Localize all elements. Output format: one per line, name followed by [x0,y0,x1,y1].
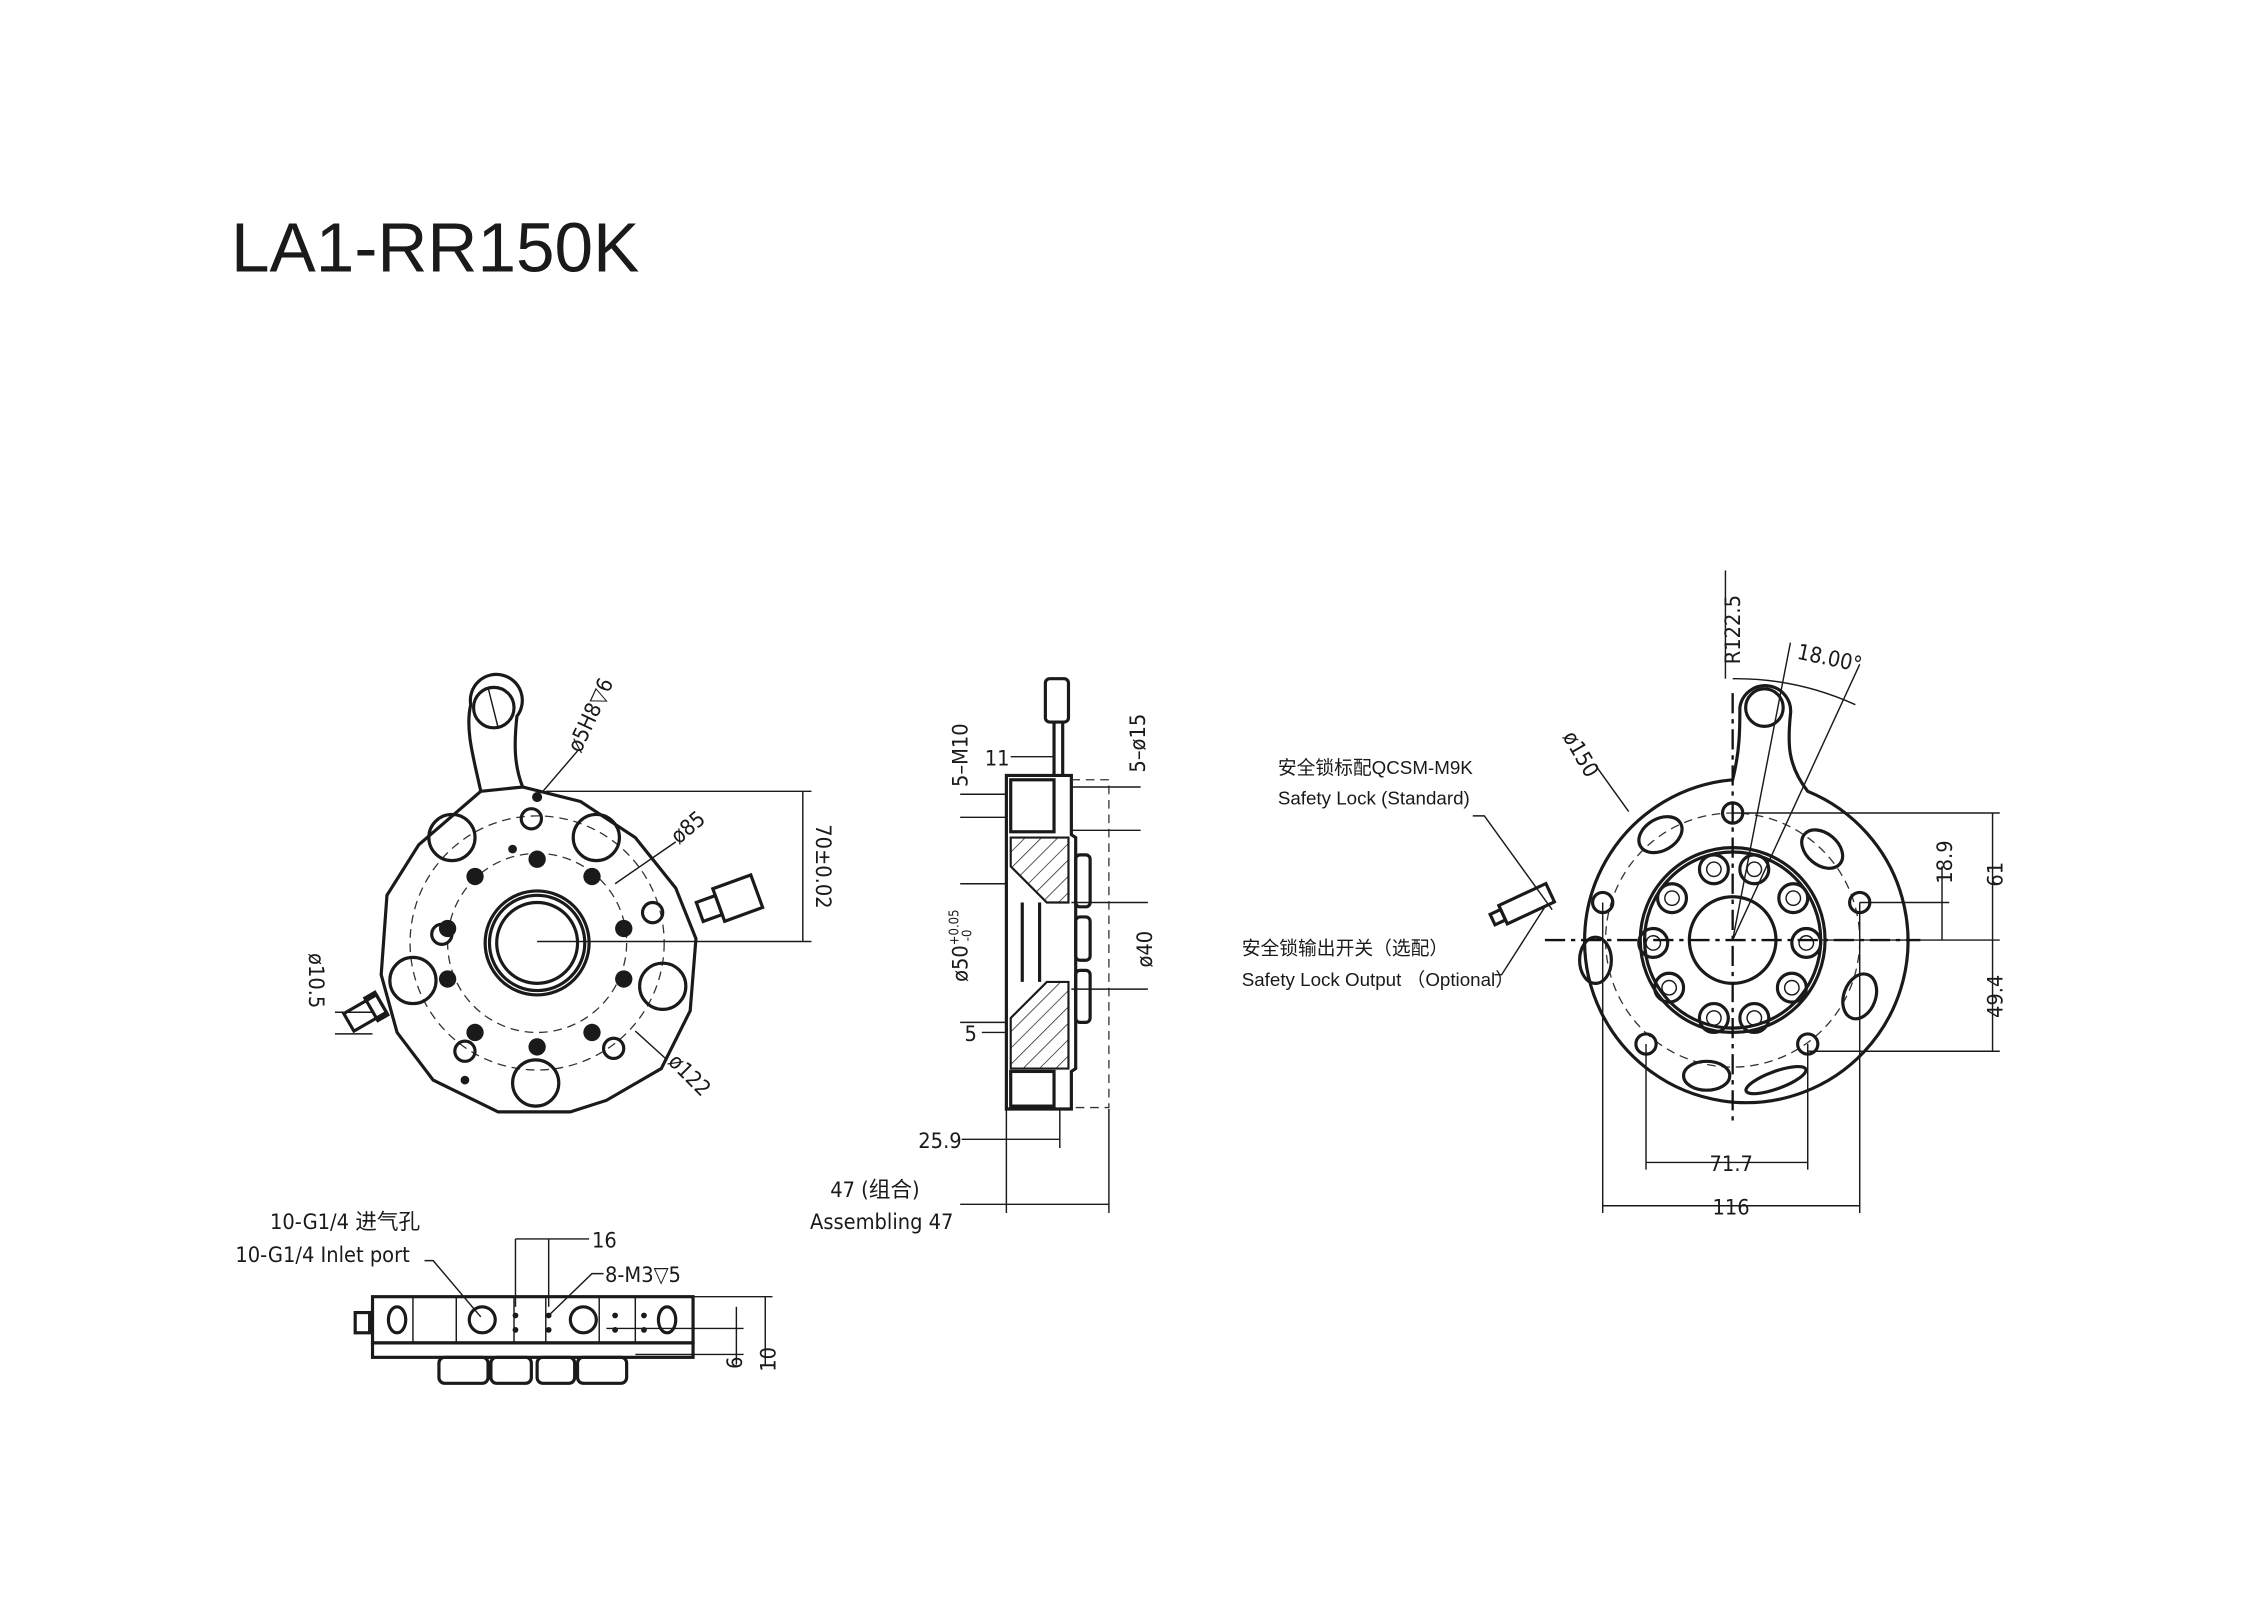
dim-phi50: ø50+0.05-0 [948,909,976,981]
dim-122: ø122 [663,1049,715,1101]
bolt-circle-122 [409,815,665,1071]
drawing-title: LA1-RR150K [231,209,639,287]
dim-6: 6 [723,1356,748,1368]
rear-view: R122.5 18.00° ø150 18.9 61 49.4 71.7 116… [1242,570,2009,1220]
dim-5-phi15: 5–ø15 [1126,714,1151,773]
dim-18-9: 18.9 [1933,840,1958,883]
lock-standard-cn: 安全锁标配QCSM-M9K [1278,757,1473,778]
dim-71-7: 71.7 [1710,1152,1753,1177]
dim-47-en: Assembling 47 [810,1210,953,1235]
dim-10-5: ø10.5 [303,953,328,1008]
side-body [1004,773,1078,1111]
pin-contacts [1637,853,1823,1035]
bottom-body [370,1295,695,1345]
dim-11: 11 [985,746,1010,771]
side-view: 5–M10 11 5–ø15 ø50+0.05-0 ø40 5 25.9 47 … [810,677,1158,1235]
tab-hole [1744,687,1785,728]
dim-47-cn: 47 (组合) [830,1178,919,1203]
dim-8-m3: 8-M3▽5 [605,1263,681,1288]
port-fittings [437,1355,629,1385]
front-view: 70±0.02 ø5H8▽6 ø85 ø122 ø10.5 [303,672,835,1114]
inlet-en: 10-G1/4 Inlet port [235,1243,410,1268]
dim-25-9: 25.9 [918,1129,961,1154]
lock-output-en: Safety Lock Output （Optional） [1242,969,1514,990]
lock-knob [1043,677,1071,724]
dim-r122-5: R122.5 [1721,595,1746,664]
lock-standard-en: Safety Lock (Standard) [1278,787,1470,808]
dim-phi150: ø150 [1557,727,1603,782]
screw-holes [438,850,633,1056]
dim-5: 5 [965,1022,977,1047]
safety-lock-sensor [1488,881,1557,927]
dim-10: 10 [756,1347,781,1372]
dim-pin-hole: ø5H8▽6 [563,674,619,756]
dim-61: 61 [1984,862,2009,887]
dim-phi40: ø40 [1133,931,1158,968]
air-ports [388,812,688,1108]
sensor [694,872,765,924]
lock-output-cn: 安全锁输出开关（选配） [1242,937,1448,958]
dim-5-m10: 5–M10 [948,723,973,787]
tab-outline [467,672,525,792]
dim-angle: 18.00° [1795,640,1864,678]
dim-16: 16 [592,1229,617,1254]
dim-70: 70±0.02 [810,824,835,908]
center-bore [495,900,580,985]
fitting [341,990,391,1034]
dim-116: 116 [1712,1195,1749,1220]
inlet-cn: 10-G1/4 进气孔 [270,1210,420,1235]
dim-49-4: 49.4 [1984,975,2009,1018]
mount-holes [430,792,665,1085]
center-ring [483,889,591,997]
tab-hole [472,685,516,730]
bottom-view: 16 8-M3▽5 10-G1/4 进气孔 10-G1/4 Inlet port… [235,1210,781,1385]
port-slots [1578,815,1879,1096]
locating-holes [1591,801,1872,1056]
rear-body [1583,684,1910,1105]
